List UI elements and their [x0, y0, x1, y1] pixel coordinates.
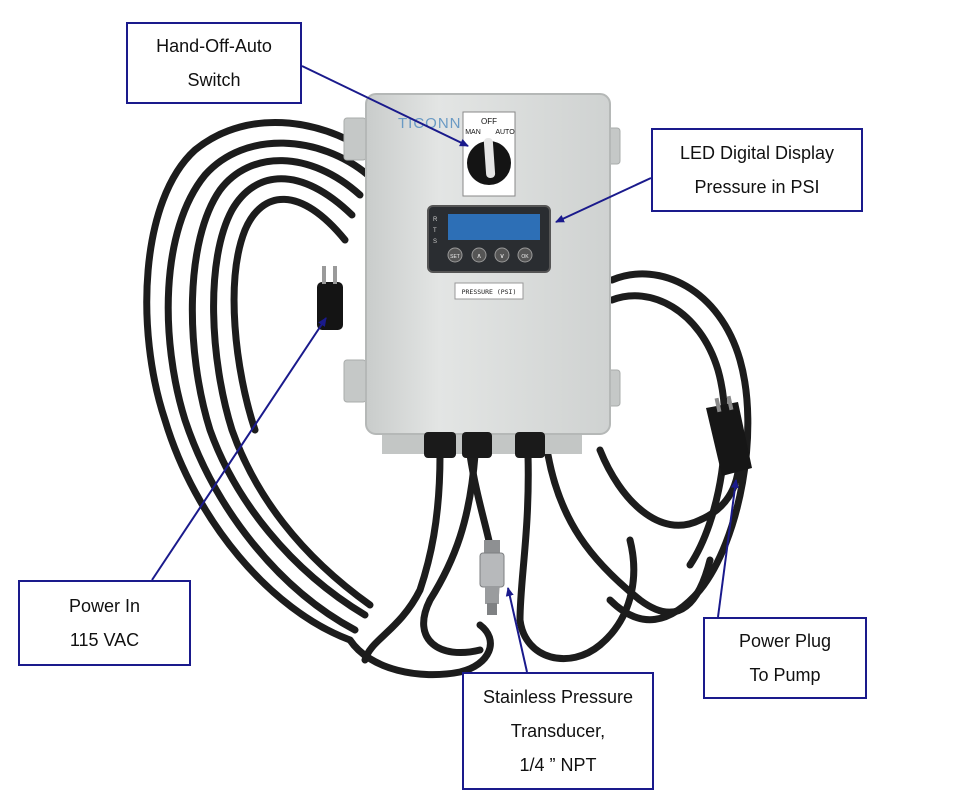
callout-transducer-line3: 1/4 ” NPT	[519, 755, 597, 775]
pressure-transducer	[479, 540, 505, 615]
callout-transducer-line2: Transducer,	[510, 721, 606, 741]
arrow-transducer	[505, 587, 528, 673]
callout-arrows	[151, 65, 739, 673]
callout-power-plug-line2: To Pump	[749, 665, 821, 685]
callout-transducer: Stainless Pressure Transducer, 1/4 ” NPT	[462, 672, 654, 790]
hand-off-auto-switch: OFF MAN AUTO	[462, 111, 516, 197]
led-button-set: SET	[450, 254, 460, 260]
pressure-label-plate: PRESSURE (PSI)	[454, 282, 524, 300]
led-button-up: ∧	[476, 252, 481, 260]
power-in-plug	[317, 266, 343, 330]
power-in-cord	[143, 119, 384, 644]
callout-power-plug-line1: Power Plug	[738, 631, 832, 651]
switch-label-man: MAN	[465, 129, 481, 136]
arrow-power-in	[151, 317, 327, 581]
led-display-panel: R T S SET ∧ ∨ OK	[427, 205, 551, 273]
arrow-power-plug	[717, 479, 739, 618]
callout-hand-off-auto-line2: Switch	[187, 70, 241, 90]
pump-plug	[706, 395, 752, 476]
led-button-down: ∨	[499, 252, 504, 260]
switch-label-off: OFF	[481, 117, 497, 126]
callout-hand-off-auto-switch: Hand-Off-Auto Switch	[126, 22, 302, 104]
callout-led-display: LED Digital Display Pressure in PSI	[651, 128, 863, 212]
switch-label-auto: AUTO	[495, 129, 515, 136]
callout-power-in-line1: Power In	[68, 596, 141, 616]
arrow-hand-off-auto	[301, 65, 469, 147]
led-button-ok: OK	[521, 254, 529, 260]
pressure-label-text: PRESSURE (PSI)	[462, 288, 517, 296]
callout-power-in-line2: 115 VAC	[69, 630, 140, 650]
arrow-led-display	[555, 177, 652, 223]
cable-glands	[395, 432, 580, 458]
callout-transducer-line1: Stainless Pressure	[482, 687, 634, 707]
bottom-cables	[346, 451, 714, 679]
led-screen	[448, 214, 540, 240]
led-indicator-r: R	[433, 217, 438, 223]
callout-power-in: Power In 115 VAC	[18, 580, 191, 666]
callout-hand-off-auto-line1: Hand-Off-Auto	[156, 36, 272, 56]
led-buttons: SET ∧ ∨ OK	[447, 247, 533, 263]
callout-power-plug: Power Plug To Pump	[703, 617, 867, 699]
callout-led-display-line1: LED Digital Display	[679, 143, 835, 163]
led-indicator-t: T	[433, 228, 437, 234]
led-indicator-s: S	[433, 239, 437, 245]
callout-led-display-line2: Pressure in PSI	[694, 177, 820, 197]
